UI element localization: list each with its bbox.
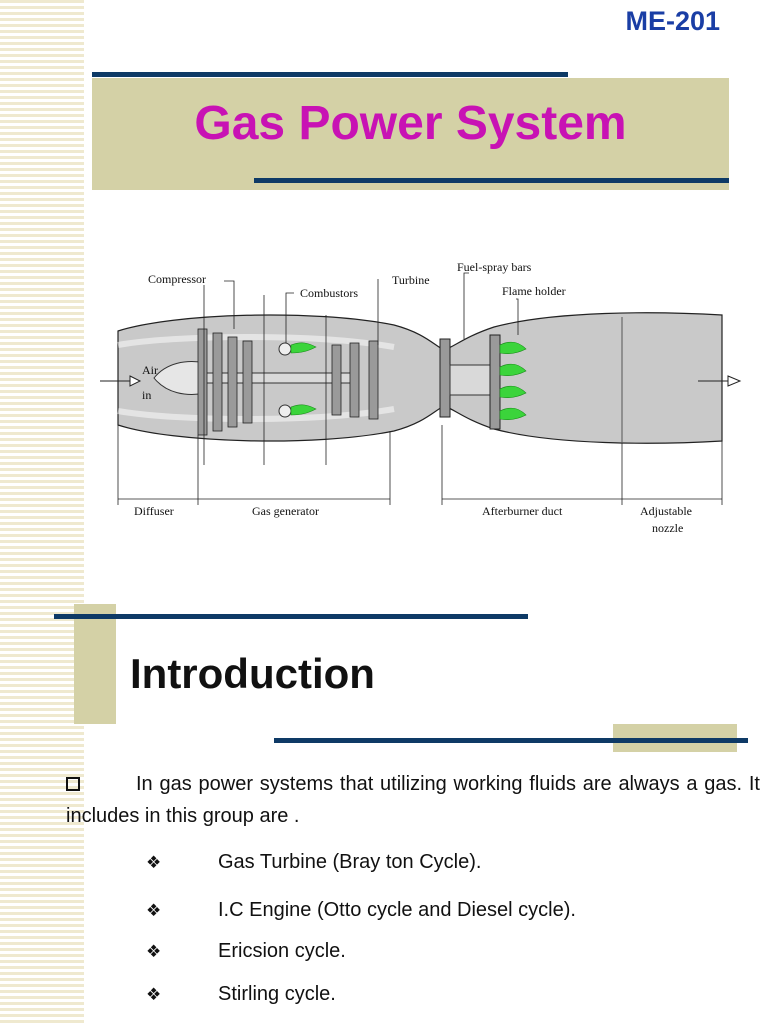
label-flame-holder: Flame holder: [502, 284, 566, 298]
section-bottom-rule: [274, 738, 748, 743]
label-gas-generator: Gas generator: [252, 504, 319, 518]
title-panel: [92, 78, 729, 190]
intro-paragraph: In gas power systems that utilizing work…: [66, 768, 760, 832]
title-top-rule: [92, 72, 568, 77]
label-fuel-spray-bars: Fuel-spray bars: [457, 260, 532, 274]
label-air: Air: [142, 363, 158, 377]
label-compressor: Compressor: [148, 272, 206, 286]
decorative-stripe-border: [0, 0, 84, 1024]
section-heading: Introduction: [130, 650, 375, 697]
label-diffuser: Diffuser: [134, 504, 174, 518]
intro-text: In gas power systems that utilizing work…: [66, 773, 760, 827]
diamond-bullet-icon: ❖: [146, 901, 162, 920]
diamond-bullet-icon: ❖: [146, 985, 162, 1004]
section-top-rule: [54, 614, 528, 619]
list-item: ❖I.C Engine (Otto cycle and Diesel cycle…: [146, 899, 576, 921]
compressor-blades: [197, 328, 253, 436]
course-code: ME-201: [625, 6, 720, 36]
afterburner-flames: [499, 341, 527, 421]
label-adjustable: Adjustable: [640, 504, 692, 518]
label-afterburner-duct: Afterburner duct: [482, 504, 563, 518]
turbojet-diagram: Compressor Combustors Turbine Fuel-spray…: [100, 260, 742, 535]
diamond-bullet-icon: ❖: [146, 853, 162, 872]
section-accent-left: [74, 604, 116, 724]
list-item: ❖Stirling cycle.: [146, 983, 336, 1005]
diamond-bullet-icon: ❖: [146, 942, 162, 961]
checkbox-bullet-icon: [66, 777, 80, 791]
title-bottom-rule: [254, 178, 729, 183]
page-title: Gas Power System: [194, 97, 627, 150]
list-item: ❖Gas Turbine (Bray ton Cycle).: [146, 851, 482, 873]
label-nozzle: nozzle: [652, 521, 683, 535]
label-turbine: Turbine: [392, 273, 430, 287]
combustor-flames: [290, 342, 317, 416]
list-item: ❖Ericsion cycle.: [146, 940, 346, 962]
label-in: in: [142, 388, 151, 402]
label-combustors: Combustors: [300, 286, 358, 300]
turbine-blades: [331, 340, 379, 420]
